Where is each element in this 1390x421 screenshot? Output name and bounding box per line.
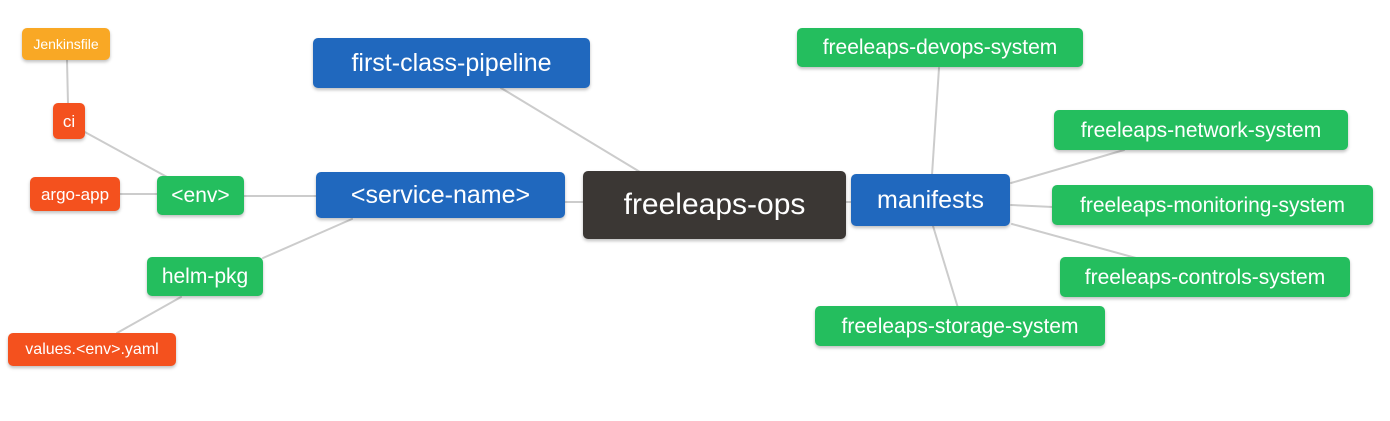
edge-jenkinsfile--ci <box>66 59 69 105</box>
edge-ci--env <box>82 130 168 178</box>
node-manifests[interactable]: manifests <box>851 174 1010 226</box>
node-helm-pkg[interactable]: helm-pkg <box>147 257 263 296</box>
edge-manifests--freeleaps-network-system <box>1010 149 1125 184</box>
edge-manifests--freeleaps-controls-system <box>1011 223 1137 259</box>
node-freeleaps-network-system[interactable]: freeleaps-network-system <box>1054 110 1348 150</box>
node-freeleaps-controls-system[interactable]: freeleaps-controls-system <box>1060 257 1350 297</box>
edge-values-env-yaml--helm-pkg <box>116 296 182 334</box>
node-freeleaps-monitoring-system[interactable]: freeleaps-monitoring-system <box>1052 185 1373 225</box>
node-first-class-pipeline[interactable]: first-class-pipeline <box>313 38 590 88</box>
node-ci[interactable]: ci <box>53 103 85 139</box>
edge-helm-pkg--service-name <box>262 218 353 259</box>
node-jenkinsfile[interactable]: Jenkinsfile <box>22 28 110 60</box>
node-freeleaps-devops-system[interactable]: freeleaps-devops-system <box>797 28 1083 67</box>
node-freeleaps-ops[interactable]: freeleaps-ops <box>583 171 846 239</box>
edge-manifests--freeleaps-storage-system <box>932 225 959 309</box>
edge-manifests--freeleaps-devops-system <box>931 67 940 176</box>
edge-manifests--freeleaps-monitoring-system <box>1010 204 1054 208</box>
node-freeleaps-storage-system[interactable]: freeleaps-storage-system <box>815 306 1105 346</box>
node-service-name[interactable]: <service-name> <box>316 172 565 218</box>
node-argo-app[interactable]: argo-app <box>30 177 120 211</box>
edge-first-class-pipeline--freeleaps-ops <box>500 87 641 173</box>
node-env[interactable]: <env> <box>157 176 244 215</box>
node-values-env-yaml[interactable]: values.<env>.yaml <box>8 333 176 366</box>
